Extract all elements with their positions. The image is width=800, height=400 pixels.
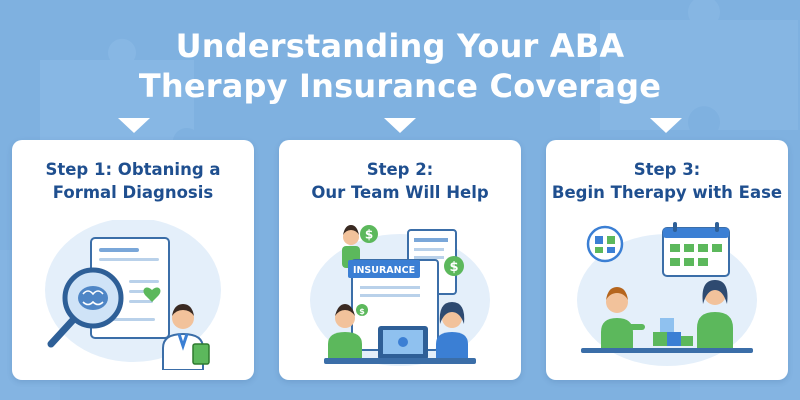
dollar-bubble-icon [360,225,378,243]
step-1-title: Step 1: Obtaning a Formal Diagnosis [12,158,254,204]
schedule-icon [586,225,624,263]
svg-text:$: $ [449,260,458,275]
team-member-right-icon [436,302,468,360]
diagnosis-illustration [45,220,221,370]
step-1-title-line-2: Formal Diagnosis [52,183,214,202]
title-line-2: Therapy Insurance Coverage [138,67,662,105]
step-2-title: Step 2: Our Team Will Help [279,158,521,204]
child-icon [601,287,645,348]
therapist-icon [697,280,733,348]
down-arrow-icon [384,118,416,133]
page-title: Understanding Your ABA Therapy Insurance… [0,26,800,106]
computer-monitor-icon [378,326,428,360]
step-2-title-line-1: Step 2: [366,160,434,179]
step-3-title-line-1: Step 3: [633,160,701,179]
insurance-sign [348,260,420,278]
toy-blocks-icon [653,318,693,346]
insurance-team-illustration: $ $ INSURANCE $ [310,225,490,366]
step-1-title-line-1: Step 1: Obtaning a [45,160,221,179]
title-line-1: Understanding Your ABA [175,27,625,65]
step-3-card: Step 3: Begin Therapy with Ease [546,140,788,380]
calendar-icon [662,222,730,277]
svg-text:$: $ [359,307,365,316]
step-2-title-line-2: Our Team Will Help [311,183,489,202]
heart-icon [143,287,161,302]
step-2-card: Step 2: Our Team Will Help $ $ INSURANCE… [279,140,521,380]
team-member-left-icon [328,304,362,360]
step-1-card: Step 1: Obtaning a Formal Diagnosis [12,140,254,380]
down-arrow-icon [650,118,682,133]
insurance-sign-label: INSURANCE [353,265,415,276]
doctor-icon [162,304,210,370]
magnifier-brain-icon [47,267,124,348]
therapy-play-illustration [577,222,757,366]
desk [324,358,476,364]
step-3-title-line-2: Begin Therapy with Ease [551,183,783,202]
svg-text:$: $ [365,228,373,242]
step-3-title: Step 3: Begin Therapy with Ease [546,158,788,204]
floor [581,348,753,353]
dollar-coin-icon [444,256,464,276]
down-arrow-icon [118,118,150,133]
